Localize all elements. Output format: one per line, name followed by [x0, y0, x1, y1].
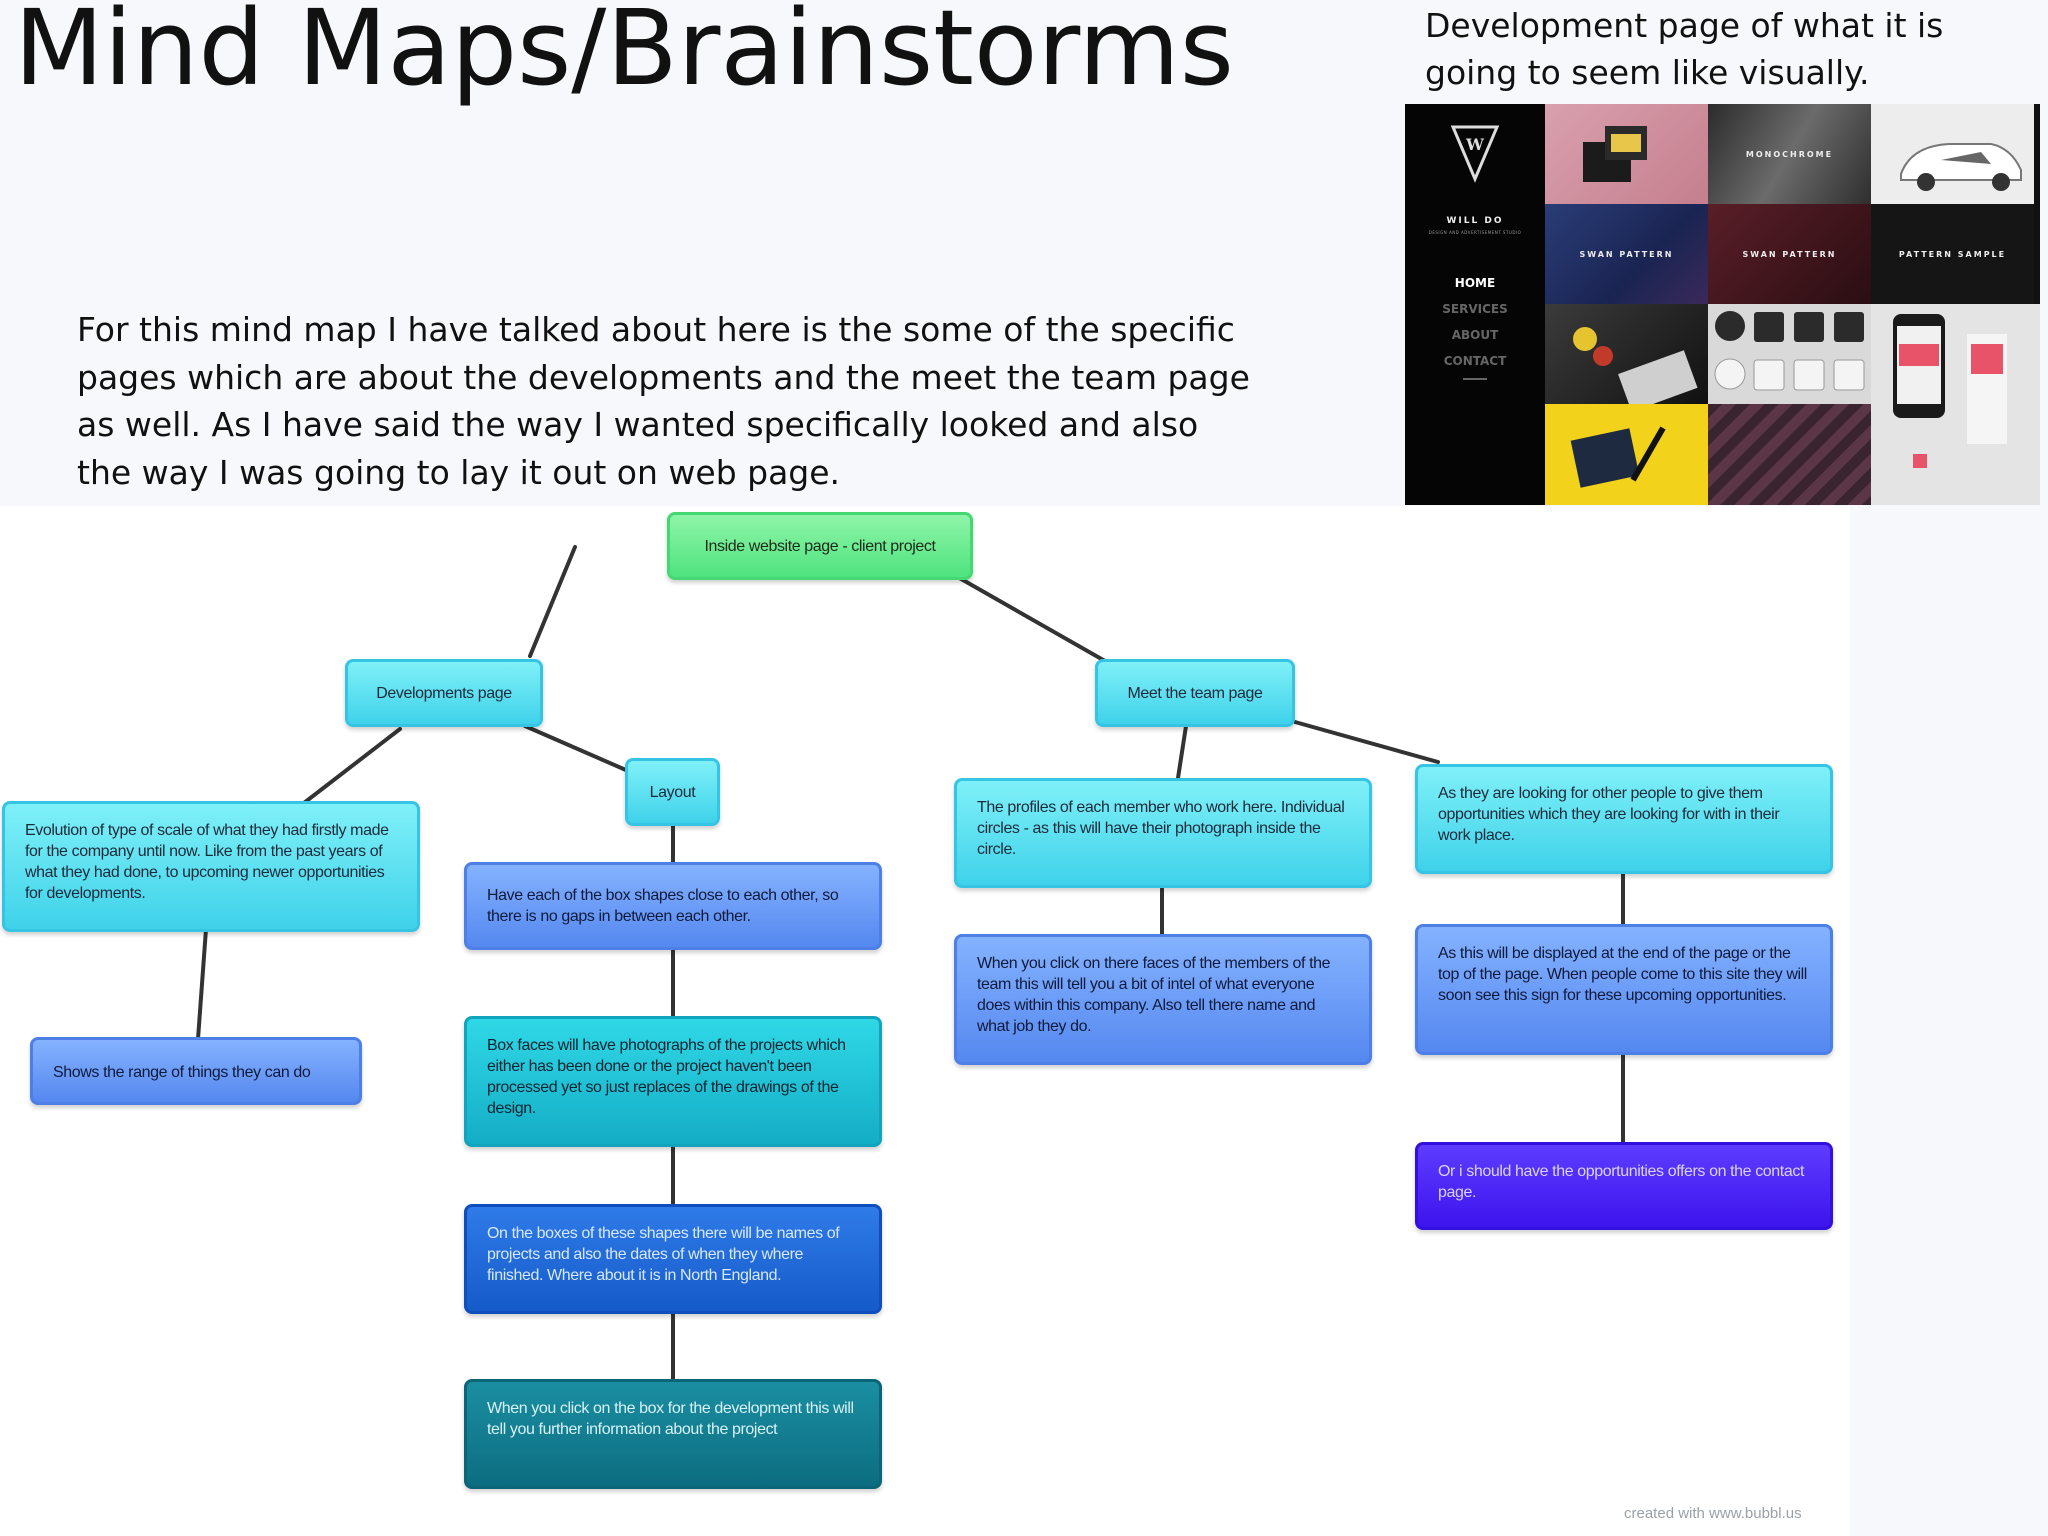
bubbl-credit: created with www.bubbl.us — [1624, 1505, 1802, 1522]
node-range: Shows the range of things they can do — [30, 1037, 362, 1105]
preview-tile-phone — [1871, 304, 2040, 505]
preview-tile-car — [1871, 104, 2034, 204]
preview-nav-about: ABOUT — [1451, 328, 1499, 342]
preview-tile-yellow-desk — [1545, 404, 1708, 505]
node-profiles: The profiles of each member who work her… — [954, 778, 1372, 888]
connector-developments-layout — [523, 724, 637, 776]
node-evolution: Evolution of type of scale of what they … — [2, 801, 420, 932]
preview-tile-badges — [1708, 304, 1871, 404]
node-text: When you click on there faces of the mem… — [977, 955, 1331, 1035]
w-logo-icon: W — [1450, 125, 1500, 183]
connector-developments-evolution — [298, 727, 402, 808]
preview-tile-label: MONOCHROME — [1745, 149, 1834, 159]
node-text: Meet the team page — [1127, 684, 1263, 702]
slide-title: Mind Maps/Brainstorms — [14, 0, 1234, 109]
node-layout: Layout — [625, 758, 720, 826]
node-developments-page: Developments page — [345, 659, 543, 727]
preview-tile-monochrome: MONOCHROME — [1708, 104, 1871, 204]
node-text: Or i should have the opportunities offer… — [1438, 1163, 1804, 1201]
node-contact-page: Or i should have the opportunities offer… — [1415, 1142, 1833, 1230]
node-text: Box faces will have photographs of the p… — [487, 1037, 846, 1117]
connector-evolution-range — [196, 927, 208, 1041]
node-text: When you click on the box for the develo… — [487, 1400, 854, 1438]
node-close-boxes: Have each of the box shapes close to eac… — [464, 862, 882, 950]
node-text: As they are looking for other people to … — [1438, 785, 1780, 844]
description-paragraph: For this mind map I have talked about he… — [77, 310, 1250, 492]
mind-map: Inside website page - client project Dev… — [0, 506, 1850, 1536]
node-click-faces: When you click on there faces of the mem… — [954, 934, 1372, 1065]
preview-tile-swan-pattern-2: SWAN PATTERN — [1708, 204, 1871, 304]
node-text: The profiles of each member who work her… — [977, 799, 1345, 858]
preview-tile-dark-objects — [1545, 304, 1708, 404]
preview-nav-divider — [1463, 378, 1487, 380]
preview-tile-box-photo — [1545, 104, 1708, 204]
node-box-faces: Box faces will have photographs of the p… — [464, 1016, 882, 1147]
node-looking-for: As they are looking for other people to … — [1415, 764, 1833, 874]
node-end-of-page: As this will be displayed at the end of … — [1415, 924, 1833, 1055]
node-text: As this will be displayed at the end of … — [1438, 945, 1807, 1004]
node-names-dates: On the boxes of these shapes there will … — [464, 1204, 882, 1314]
connector-lines — [196, 545, 1625, 1381]
node-click-box: When you click on the box for the develo… — [464, 1379, 882, 1489]
svg-text:W: W — [1465, 135, 1485, 154]
connector-center-developments — [528, 545, 577, 658]
preview-nav-contact: CONTACT — [1443, 354, 1507, 368]
node-text: Shows the range of things they can do — [53, 1064, 311, 1081]
preview-tile-label: PATTERN SAMPLE — [1898, 249, 2007, 259]
preview-caption: Development page of what it is going to … — [1425, 6, 1944, 92]
preview-tile-pattern-sample: PATTERN SAMPLE — [1871, 204, 2034, 304]
connector-meet-looking — [1293, 720, 1440, 764]
node-text: On the boxes of these shapes there will … — [487, 1225, 840, 1284]
preview-tile-pattern-print — [1708, 404, 1871, 505]
mindmap-center-node: Inside website page - client project — [667, 512, 973, 580]
preview-sidebar: W WILL DO DESIGN AND ADVERTISEMENT STUDI… — [1405, 104, 1545, 505]
website-preview-image: W WILL DO DESIGN AND ADVERTISEMENT STUDI… — [1405, 104, 2040, 505]
node-meet-the-team-page: Meet the team page — [1095, 659, 1295, 727]
preview-tagline: DESIGN AND ADVERTISEMENT STUDIO — [1428, 230, 1522, 235]
node-text: Have each of the box shapes close to eac… — [487, 887, 839, 925]
preview-tile-label: SWAN PATTERN — [1579, 249, 1674, 259]
preview-nav-home: HOME — [1454, 276, 1496, 290]
node-text: Inside website page - client project — [704, 537, 936, 555]
connector-meet-profiles — [1176, 724, 1188, 780]
preview-tile-label: SWAN PATTERN — [1742, 249, 1837, 259]
preview-brand: WILL DO — [1446, 216, 1504, 226]
preview-tile-swan-pattern-1: SWAN PATTERN — [1545, 204, 1708, 304]
preview-nav-services: SERVICES — [1442, 302, 1508, 316]
node-text: Evolution of type of scale of what they … — [25, 822, 389, 902]
node-text: Developments page — [376, 684, 512, 702]
node-text: Layout — [649, 783, 696, 801]
